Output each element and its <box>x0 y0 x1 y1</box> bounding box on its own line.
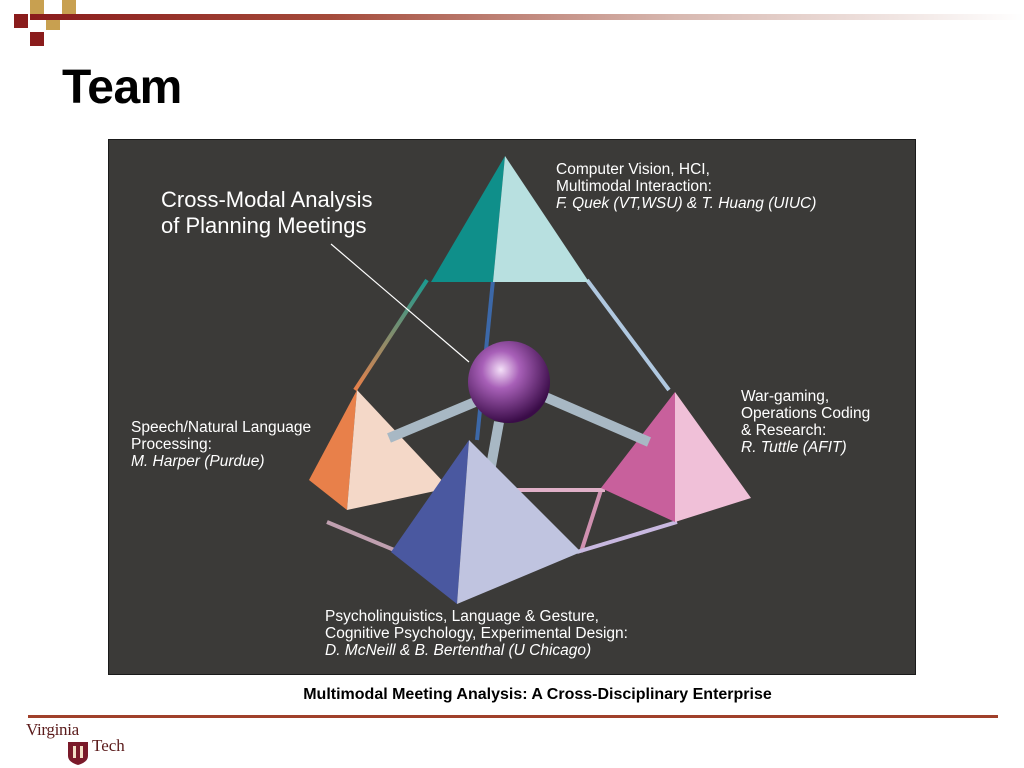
top-decoration <box>0 0 1024 48</box>
tetrahedron-diagram: Cross-Modal Analysis of Planning Meeting… <box>108 139 916 675</box>
top-discipline-label: Computer Vision, HCI, Multimodal Interac… <box>556 161 816 212</box>
right-discipline-label: War-gaming, Operations Coding & Research… <box>741 388 870 456</box>
top-gradient-rule <box>30 14 1024 20</box>
left-discipline-label: Speech/Natural Language Processing: M. H… <box>131 419 311 470</box>
connecting-rods <box>387 284 651 467</box>
top-label-line2: Multimodal Interaction: <box>556 178 712 195</box>
logo-word-tech: Tech <box>92 736 125 755</box>
frame-edges <box>326 278 678 554</box>
slide-caption: Multimodal Meeting Analysis: A Cross-Dis… <box>303 686 772 703</box>
slide-title: Team <box>62 61 182 114</box>
center-sphere <box>468 341 550 423</box>
shield-icon <box>68 742 88 765</box>
bottom-rule <box>28 715 998 718</box>
bottom-label-line1: Psycholinguistics, Language & Gesture, <box>325 608 599 625</box>
logo-word-virginia: Virginia <box>26 720 79 739</box>
center-label-line1: Cross-Modal Analysis <box>161 187 373 212</box>
right-label-people: R. Tuttle (AFIT) <box>741 439 847 456</box>
diagram-graphic <box>309 156 751 604</box>
bottom-label-line2: Cognitive Psychology, Experimental Desig… <box>325 625 628 642</box>
decor-square <box>14 14 28 28</box>
right-label-line3: & Research: <box>741 422 827 439</box>
top-pyramid <box>431 156 589 282</box>
left-label-line2: Processing: <box>131 436 212 453</box>
right-pyramid <box>601 392 751 522</box>
left-pyramid <box>309 390 449 510</box>
center-label-line2: of Planning Meetings <box>161 213 367 238</box>
virginia-tech-logo: Virginia Tech <box>26 720 136 766</box>
right-label-line2: Operations Coding <box>741 405 871 422</box>
left-label-people: M. Harper (Purdue) <box>131 453 265 470</box>
decor-square <box>30 0 44 14</box>
top-label-people: F. Quek (VT,WSU) & T. Huang (UIUC) <box>556 195 817 212</box>
bottom-pyramid <box>391 440 581 604</box>
bottom-label-people: D. McNeill & B. Bertenthal (U Chicago) <box>325 642 592 659</box>
bottom-discipline-label: Psycholinguistics, Language & Gesture, C… <box>325 608 628 659</box>
decor-square <box>62 0 76 14</box>
left-label-line1: Speech/Natural Language <box>131 419 312 436</box>
label-leader-line <box>330 243 470 363</box>
decor-square <box>30 32 44 46</box>
center-label: Cross-Modal Analysis of Planning Meeting… <box>161 187 373 239</box>
right-label-line1: War-gaming, <box>741 388 830 405</box>
top-label-line1: Computer Vision, HCI, <box>556 161 710 178</box>
